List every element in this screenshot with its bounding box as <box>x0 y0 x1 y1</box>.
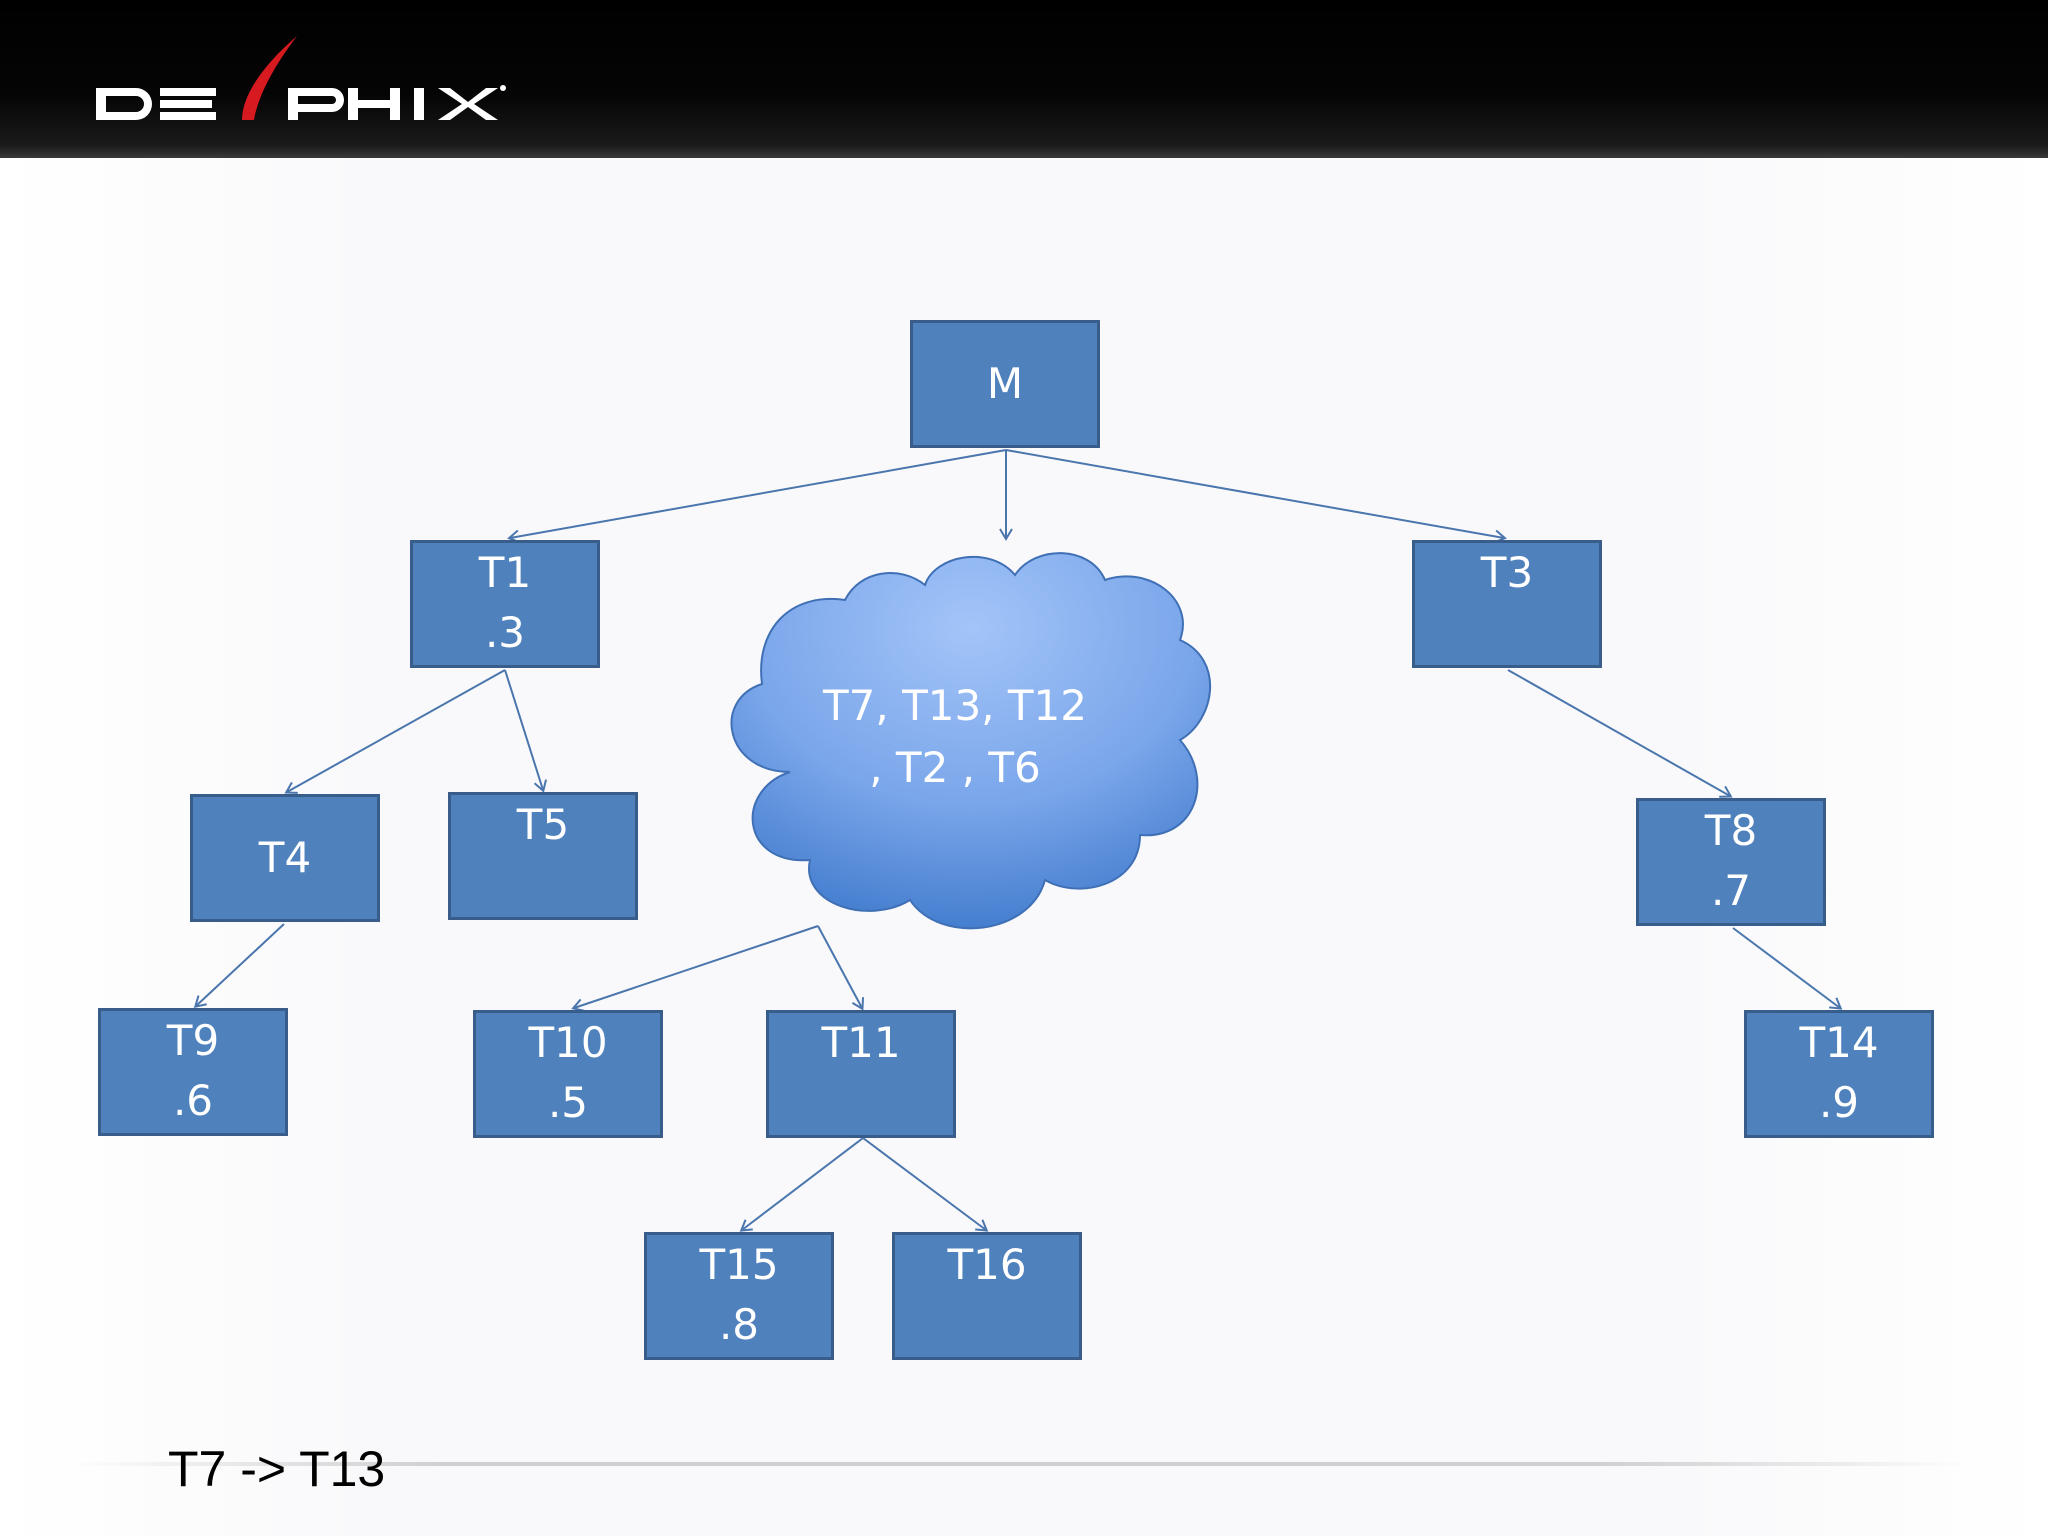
node-t5-label: T5 <box>516 800 570 849</box>
edge-M-T3 <box>1005 449 1507 544</box>
delphix-logo <box>96 36 506 120</box>
edge-T4-T9 <box>193 923 285 1009</box>
footer-divider <box>70 1462 1970 1466</box>
cloud-line-2: , T2 , T6 <box>869 743 1041 792</box>
edge-cloud-T10 <box>571 925 819 1012</box>
node-t9: T9 .6 <box>98 1008 288 1136</box>
node-t3: T3 <box>1412 540 1602 668</box>
node-t10-value: .5 <box>547 1078 589 1127</box>
node-t14: T14 .9 <box>1744 1010 1934 1138</box>
node-t1-value: .3 <box>484 608 526 657</box>
node-t14-label: T14 <box>1799 1018 1879 1067</box>
node-t11-label: T11 <box>821 1018 901 1067</box>
node-t10-label: T10 <box>528 1018 608 1067</box>
node-m: M <box>910 320 1100 448</box>
logo-swoosh <box>242 36 297 120</box>
node-t3-label: T3 <box>1480 548 1534 597</box>
footnote-text: T7 -> T13 <box>168 1441 386 1497</box>
node-t8: T8 .7 <box>1636 798 1826 926</box>
edge-T8-T14 <box>1732 927 1843 1010</box>
node-t16-label: T16 <box>947 1240 1027 1289</box>
node-t9-value: .6 <box>172 1076 214 1125</box>
node-t8-label: T8 <box>1704 806 1758 855</box>
node-t14-value: .9 <box>1818 1078 1860 1127</box>
node-t15-value: .8 <box>718 1300 760 1349</box>
edge-M-T1 <box>507 449 1007 544</box>
node-t1-label: T1 <box>478 548 532 597</box>
edge-T1-T4 <box>284 669 506 794</box>
edge-T11-T16 <box>862 1137 989 1232</box>
node-t9-label: T9 <box>166 1016 220 1065</box>
node-t4-label: T4 <box>258 833 312 882</box>
cloud-shape <box>730 552 1212 930</box>
node-t15: T15 .8 <box>644 1232 834 1360</box>
node-m-label: M <box>986 359 1024 408</box>
edge-T3-T8 <box>1507 669 1733 798</box>
cloud-label: T7, T13, T12 , T2 , T6 <box>780 675 1130 799</box>
edge-T1-T5 <box>504 669 547 793</box>
node-t4: T4 <box>190 794 380 922</box>
node-t5: T5 <box>448 792 638 920</box>
node-t8-value: .7 <box>1710 866 1752 915</box>
edge-T11-T15 <box>739 1137 864 1232</box>
node-t16: T16 <box>892 1232 1082 1360</box>
slide-header <box>0 0 2048 158</box>
node-t10: T10 .5 <box>473 1010 663 1138</box>
cloud-line-1: T7, T13, T12 <box>823 681 1087 730</box>
node-t1: T1 .3 <box>410 540 600 668</box>
node-t11: T11 <box>766 1010 956 1138</box>
edge-cloud-T11 <box>817 925 865 1011</box>
node-t15-label: T15 <box>699 1240 779 1289</box>
